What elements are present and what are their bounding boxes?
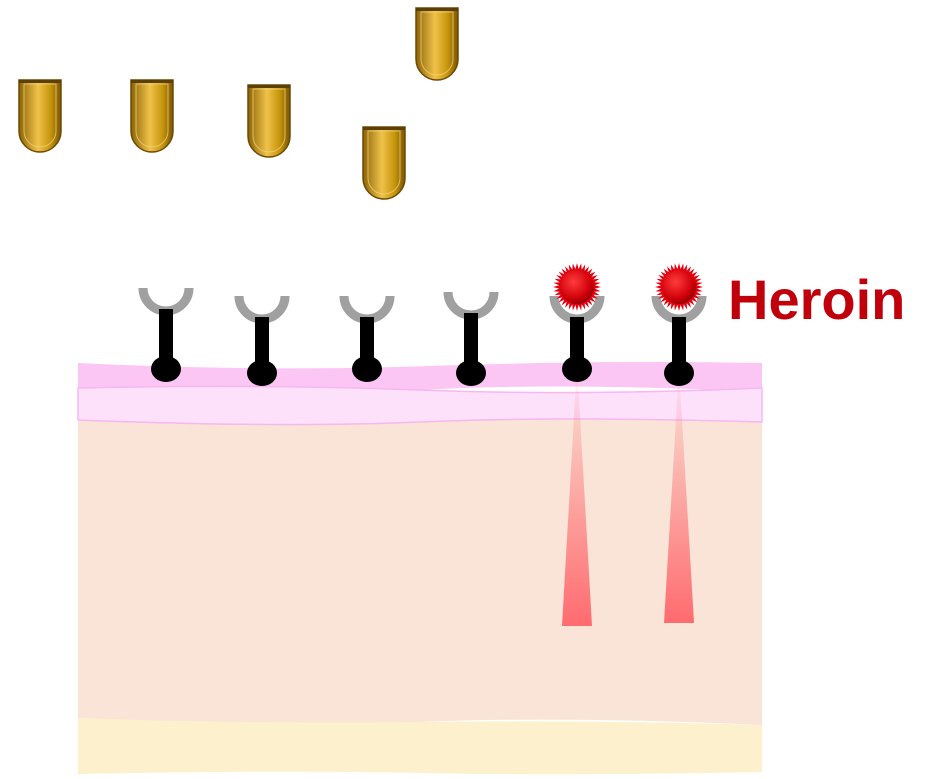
- bullet-capsule-icon: [248, 85, 290, 157]
- bullet-capsule-icon: [363, 127, 405, 199]
- bullet-capsule-icon: [131, 80, 173, 152]
- capsule-group: [19, 8, 458, 199]
- bullet-capsule-icon: [19, 80, 61, 152]
- bullet-capsule-icon: [416, 8, 458, 80]
- cell-section: [78, 362, 762, 774]
- heroin-molecule-icon: [655, 263, 703, 311]
- membrane-inner-band: [78, 386, 762, 424]
- bottom-layer: [78, 718, 762, 774]
- heroin-molecule-icon: [553, 263, 601, 311]
- cytoplasm-layer: [78, 409, 762, 725]
- heroin-label: Heroin: [728, 266, 905, 334]
